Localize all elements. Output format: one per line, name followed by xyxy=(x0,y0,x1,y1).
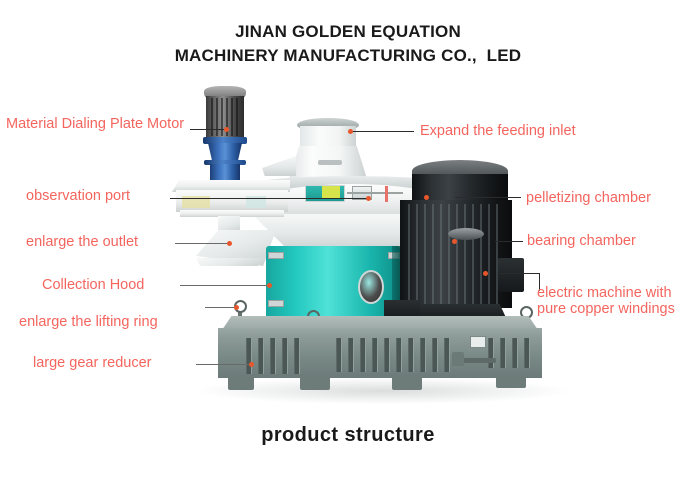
collection-hood-window-2 xyxy=(246,196,266,208)
electric-machine-terminal-box xyxy=(498,258,524,292)
leader-enlarge-the-lifting-ring xyxy=(205,307,237,308)
teal-body-bolt-left-bottom xyxy=(268,300,284,307)
company-title-line-2: MACHINERY MANUFACTURING CO., LED xyxy=(174,46,522,65)
label-material-dialing-plate-motor: Material Dialing Plate Motor xyxy=(6,116,185,132)
leader-material-dialing-plate-motor xyxy=(190,129,227,130)
outlet-chute-neck xyxy=(218,216,240,234)
dot-material-dialing-plate-motor xyxy=(224,127,229,132)
leader-observation-port xyxy=(170,198,370,199)
dot-enlarge-the-outlet xyxy=(227,241,232,246)
label-large-gear-reducer: large gear reducer xyxy=(33,355,152,371)
gear-reducer-oil-drain xyxy=(456,358,496,363)
feeding-inlet-neck xyxy=(300,126,356,148)
gear-reducer-nameplate xyxy=(470,336,486,348)
hopper-handle xyxy=(318,160,342,165)
figure-caption: product structure xyxy=(261,424,435,446)
electric-machine-lifting-lug xyxy=(448,228,484,240)
gear-reducer-oil-valve xyxy=(452,352,464,366)
chamber-linkage-rod xyxy=(347,192,403,194)
label-enlarge-the-lifting-ring: enlarge the lifting ring xyxy=(19,314,158,330)
collection-hood-window xyxy=(182,196,210,208)
label-electric-machine-line-1: electric machine with xyxy=(537,285,672,301)
leader-enlarge-the-outlet xyxy=(175,243,230,244)
outlet-chute-lip xyxy=(196,258,266,266)
company-title-line-1: JINAN GOLDEN EQUATION xyxy=(235,22,461,41)
leader-expand-the-feeding-inlet xyxy=(352,131,414,132)
base-foot-4 xyxy=(496,374,526,388)
label-expand-the-feeding-inlet: Expand the feeding inlet xyxy=(420,123,576,139)
dot-enlarge-the-lifting-ring xyxy=(234,305,239,310)
leader-pelletizing-chamber xyxy=(455,197,521,198)
label-collection-hood: Collection Hood xyxy=(42,277,145,293)
gear-reducer-top-flange xyxy=(222,316,538,330)
base-foot-1 xyxy=(228,376,254,390)
dot-electric-machine xyxy=(483,271,488,276)
leader-collection-hood xyxy=(180,285,270,286)
leader-large-gear-reducer xyxy=(196,364,252,365)
dot-collection-hood xyxy=(267,283,272,288)
lifting-ring-stem-left xyxy=(238,312,242,317)
teal-body-shadow-edge xyxy=(392,246,402,318)
leader-electric-machine-horizontal xyxy=(500,273,540,274)
dot-pelletizing-chamber xyxy=(424,195,429,200)
base-foot-3 xyxy=(392,376,422,390)
dot-expand-the-feeding-inlet xyxy=(348,129,353,134)
dialing-motor-flange xyxy=(203,137,247,144)
electric-machine-body xyxy=(400,200,512,308)
dot-observation-port xyxy=(366,196,371,201)
dot-large-gear-reducer xyxy=(249,362,254,367)
label-bearing-chamber: bearing chamber xyxy=(527,233,636,249)
label-observation-port: observation port xyxy=(26,188,130,204)
dialing-motor-gearbox-rim xyxy=(204,160,246,165)
leader-electric-machine-vertical xyxy=(539,273,540,291)
observation-port-window xyxy=(358,270,384,304)
base-foot-2 xyxy=(300,376,330,390)
collection-hood-lower-lip xyxy=(180,210,284,217)
dialing-motor-cap xyxy=(204,86,246,99)
chamber-lever xyxy=(385,186,388,202)
collection-hood-plate xyxy=(172,180,290,192)
label-enlarge-the-outlet: enlarge the outlet xyxy=(26,234,139,250)
chamber-sticker xyxy=(322,186,340,199)
teal-body-bolt-left-top xyxy=(268,252,284,259)
leader-bearing-chamber xyxy=(495,241,523,242)
label-electric-machine-line-2: pure copper windings xyxy=(537,301,675,317)
hopper-side-duct xyxy=(262,156,296,176)
label-pelletizing-chamber: pelletizing chamber xyxy=(526,190,651,206)
gear-reducer-housing xyxy=(218,328,542,378)
dialing-motor-gearbox xyxy=(208,143,242,161)
dot-bearing-chamber xyxy=(452,239,457,244)
